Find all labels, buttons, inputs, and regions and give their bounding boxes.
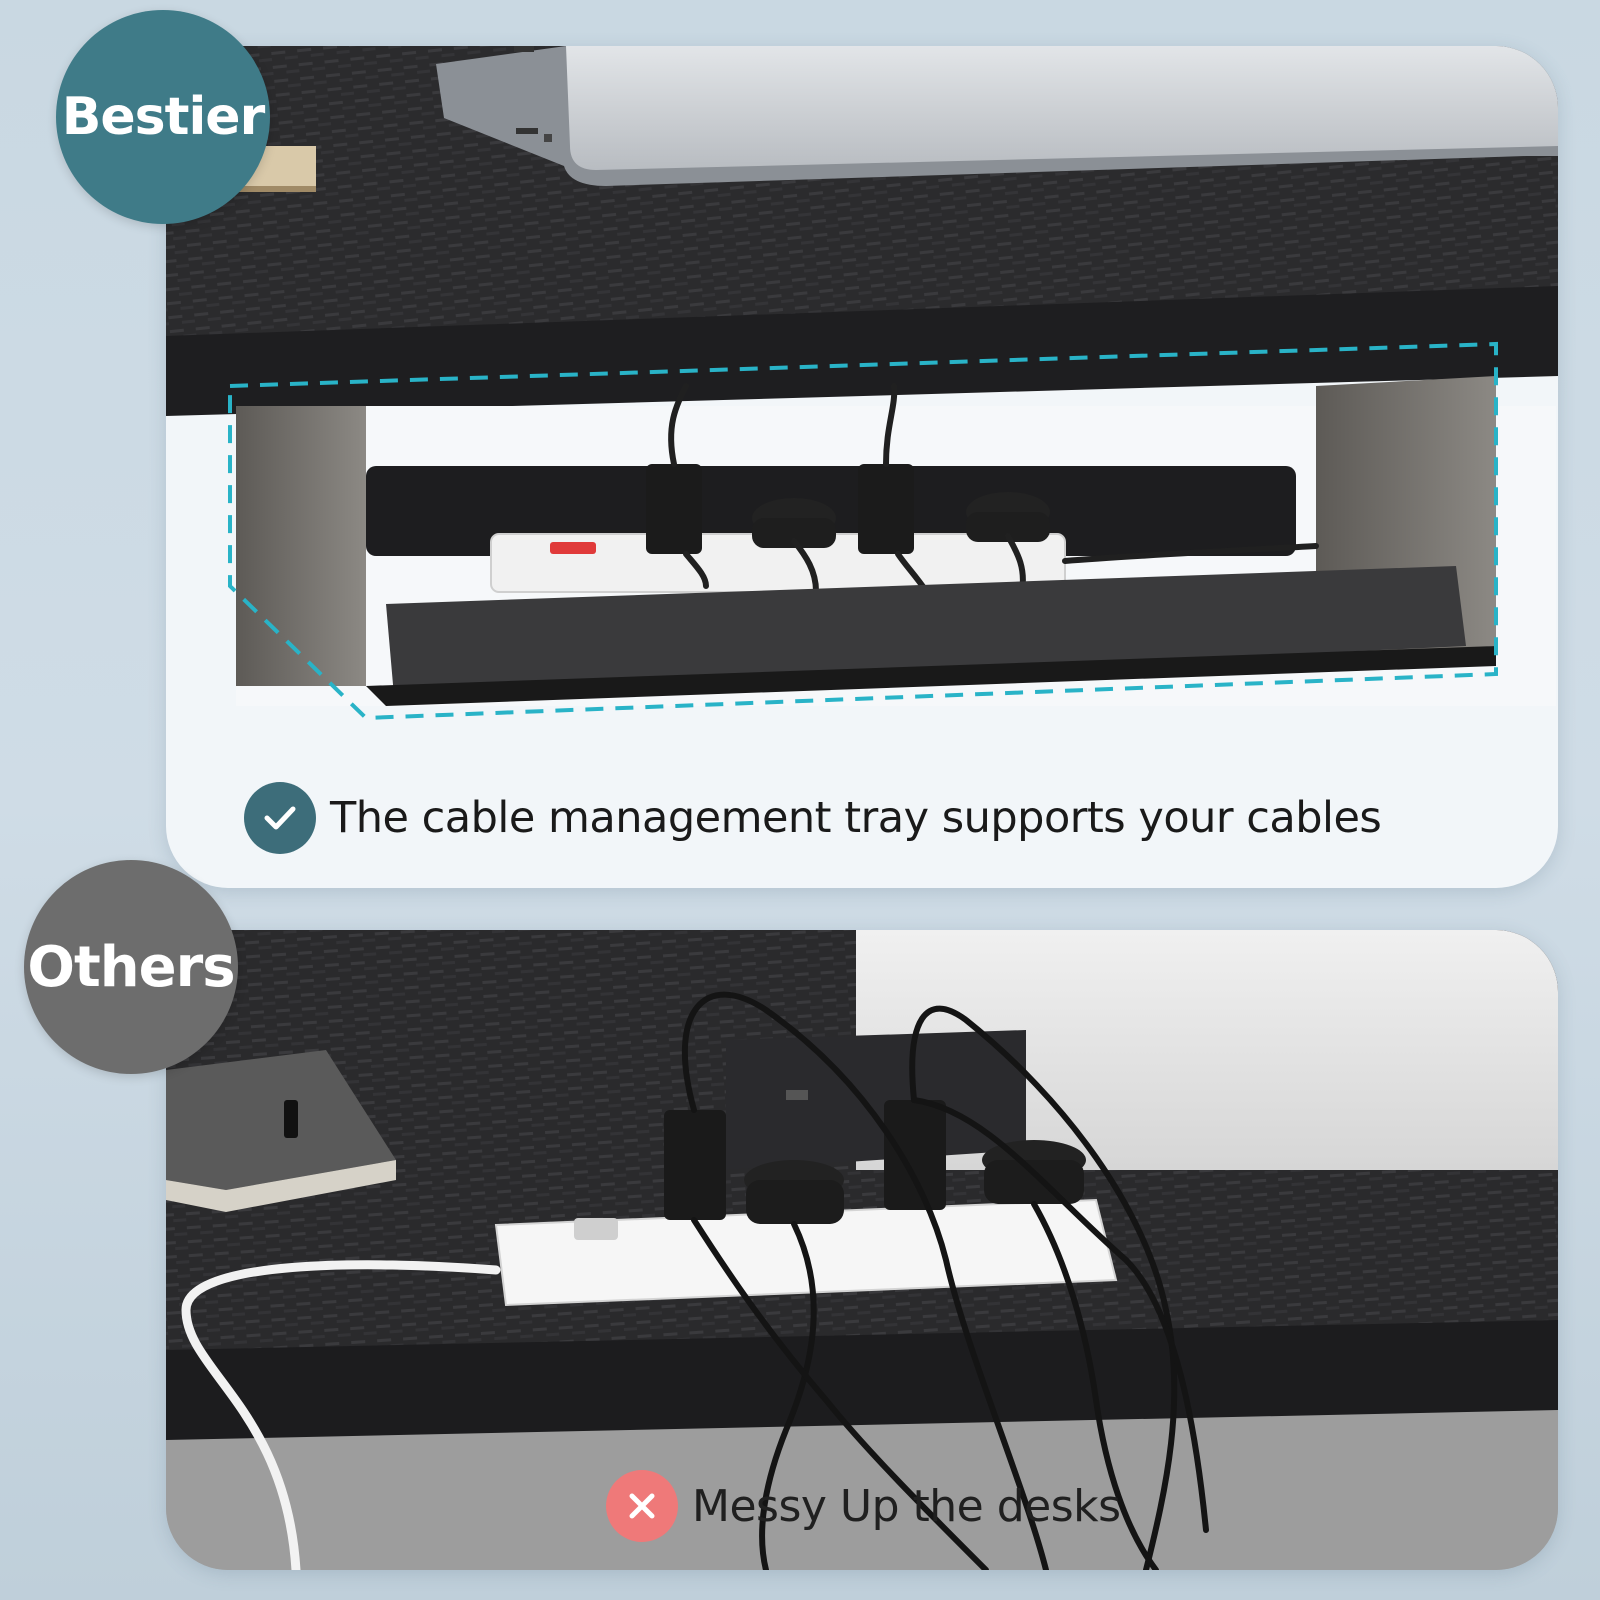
bottom-caption: Messy Up the desks — [606, 1470, 1121, 1542]
others-badge: Others — [24, 860, 238, 1074]
white-power-cord — [181, 1260, 501, 1570]
top-caption: The cable management tray supports your … — [244, 782, 1382, 854]
others-label: Others — [27, 934, 235, 1000]
cable-tray-illustration — [166, 46, 1558, 721]
laptop — [436, 46, 1558, 186]
cross-icon — [606, 1470, 678, 1542]
bestier-brand-badge: Bestier — [56, 10, 270, 224]
bestier-product-panel: The cable management tray supports your … — [166, 46, 1558, 888]
top-caption-text: The cable management tray supports your … — [330, 793, 1382, 843]
desk-edge — [166, 1320, 1558, 1440]
tray-front-plate — [386, 566, 1466, 696]
left-support — [236, 406, 366, 686]
notebook — [166, 1050, 396, 1212]
check-icon — [244, 782, 316, 854]
plugs — [646, 464, 1050, 554]
tray-lower-frame — [366, 646, 1496, 706]
others-comparison-panel: Messy Up the desks — [166, 930, 1558, 1570]
desk-edge — [166, 286, 1558, 416]
tray-highlight-outline — [228, 341, 1498, 721]
bottom-caption-text: Messy Up the desks — [692, 1480, 1121, 1532]
messy-cables — [682, 991, 1209, 1570]
laptop — [726, 930, 1558, 1170]
messy-desk-illustration — [166, 930, 1558, 1570]
bestier-brand-label: Bestier — [61, 87, 265, 147]
